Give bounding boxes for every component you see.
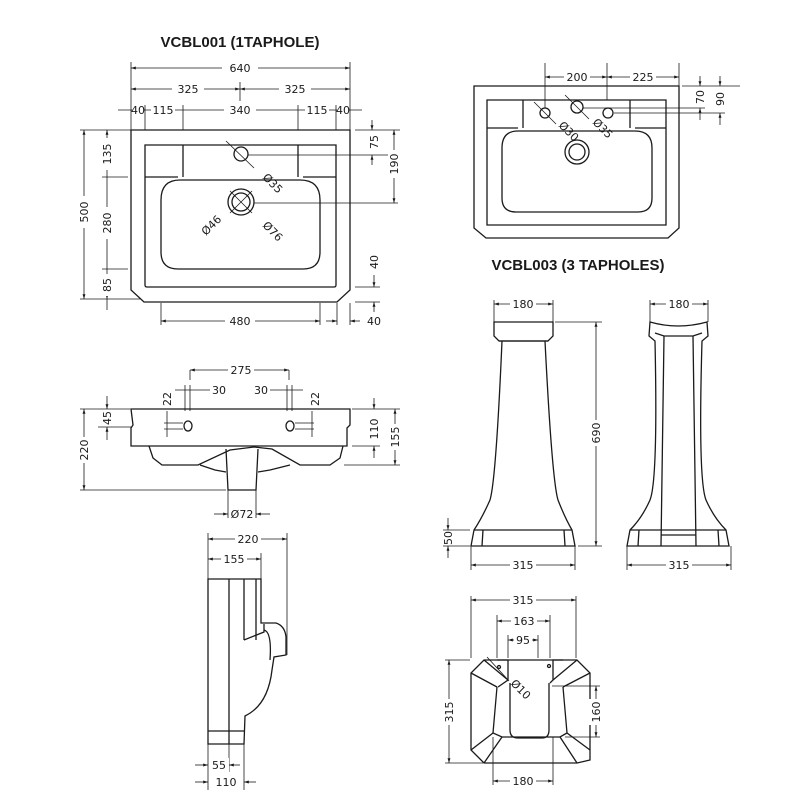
dim-side-rim-projection: 155 — [224, 553, 245, 566]
dim-side-base-width: 55 — [212, 759, 226, 772]
dim-front-overall-height: 220 — [78, 440, 91, 461]
dim-chamfer-vertical: 40 — [368, 255, 381, 269]
dim-fixing-right-height: 22 — [309, 392, 322, 406]
pedestal-side-view — [626, 300, 732, 570]
dim-half-left: 325 — [178, 83, 199, 96]
basin-top-view-1taphole — [130, 129, 398, 303]
dim-side-base-total: 110 — [216, 776, 237, 789]
dim-centre-taphole-dia: Ø35 — [590, 116, 615, 141]
dim-plan-opening-depth: 160 — [590, 702, 603, 723]
title-vcbl003: VCBL003 (3 TAPHOLES) — [491, 257, 664, 274]
dim-pedestal-base-width: 315 — [513, 559, 534, 572]
dim-rim-right: 40 — [336, 104, 350, 117]
dim-plan-fixing-hole-dia: Ø10 — [508, 677, 533, 702]
dim-fixing-spacing: 275 — [231, 364, 252, 377]
dim-fixing-left-height: 22 — [161, 392, 174, 406]
dim-waste-offset: 190 — [388, 154, 401, 175]
dim-plan-opening-inner: 95 — [516, 634, 530, 647]
dim-pedestal-top-width: 180 — [513, 298, 534, 311]
dim-rim-left: 40 — [131, 104, 145, 117]
dim-bowl-centre: 340 — [230, 104, 251, 117]
dim-pedestal-side-top-width: 180 — [669, 298, 690, 311]
dim-plan-opening-outer: 163 — [514, 615, 535, 628]
dims-right-1taphole — [355, 120, 400, 312]
dim-waste-inner-dia: Ø46 — [199, 213, 224, 238]
dim-tap-spacing-right: 225 — [633, 71, 654, 84]
basin-front-view — [80, 368, 400, 518]
dim-taphole-offset: 75 — [368, 135, 381, 149]
dim-bowl-width: 480 — [230, 315, 251, 328]
dim-pedestal-side-base-width: 315 — [669, 559, 690, 572]
dim-bowl-depth: 280 — [101, 213, 114, 234]
dim-waste-dia: Ø72 — [231, 508, 254, 521]
dim-plan-overall-width: 315 — [513, 594, 534, 607]
pedestal-plan-view — [445, 596, 600, 785]
dim-deck-left: 115 — [153, 104, 174, 117]
dim-fixing-height: 45 — [101, 411, 114, 425]
dim-bowl-height: 155 — [389, 427, 402, 448]
dim-back-deck: 135 — [101, 144, 114, 165]
dim-tap-spacing-left: 200 — [567, 71, 588, 84]
dim-chamfer-horizontal: 40 — [367, 315, 381, 328]
dim-side-taphole-offset: 70 — [694, 90, 707, 104]
dims-bottom-1taphole — [160, 303, 360, 325]
dim-plan-overall-depth: 315 — [443, 702, 456, 723]
dim-pedestal-height: 690 — [590, 423, 603, 444]
dim-half-right: 325 — [285, 83, 306, 96]
dim-side-overall-projection: 220 — [238, 533, 259, 546]
dim-centre-taphole-offset: 90 — [714, 92, 727, 106]
pedestal-front-view — [443, 300, 602, 570]
dim-pedestal-base-height: 50 — [442, 531, 455, 545]
dim-waste-outer-dia: Ø76 — [260, 219, 285, 244]
dim-fixing-right-width: 30 — [254, 384, 268, 397]
dim-overall-width: 640 — [230, 62, 251, 75]
dim-overall-depth: 500 — [78, 202, 91, 223]
dim-front-rim: 85 — [101, 278, 114, 292]
dim-deck-right: 115 — [307, 104, 328, 117]
dim-fixing-left-width: 30 — [212, 384, 226, 397]
dim-rim-height: 110 — [368, 419, 381, 440]
title-vcbl001: VCBL001 (1TAPHOLE) — [161, 34, 320, 51]
dim-taphole-dia: Ø35 — [260, 171, 285, 196]
basin-top-view-3tapholes — [473, 85, 680, 239]
basin-side-view — [195, 533, 288, 790]
dim-plan-rear-width: 180 — [513, 775, 534, 788]
